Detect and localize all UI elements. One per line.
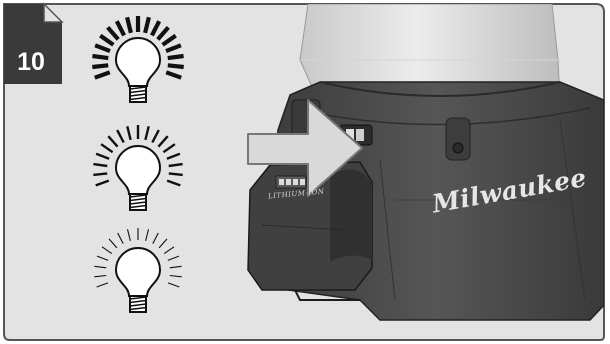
step-number: 10 <box>10 48 52 76</box>
